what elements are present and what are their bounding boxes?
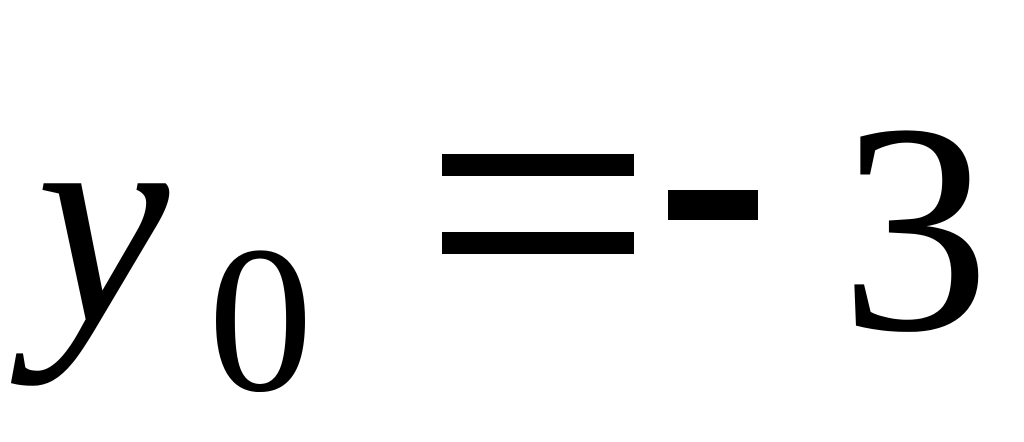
equals-bar-bottom: [442, 232, 634, 254]
minus-sign: [668, 190, 758, 220]
equals-bar-top: [442, 154, 634, 176]
value-three: 3: [840, 62, 990, 394]
variable-y: y: [36, 54, 170, 386]
subscript-zero: 0: [208, 204, 313, 436]
equals-sign: [442, 154, 634, 254]
